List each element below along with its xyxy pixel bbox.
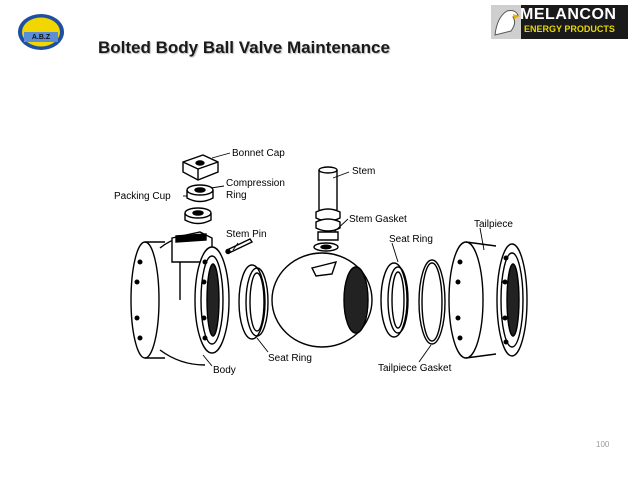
label-stem-pin: Stem Pin: [226, 229, 267, 240]
stem-gasket-part: [313, 242, 339, 252]
stem-part: [315, 166, 341, 241]
label-bonnet-cap: Bonnet Cap: [232, 148, 285, 159]
logo-water: [24, 32, 58, 42]
label-tailpiece: Tailpiece: [474, 219, 513, 230]
label-seat-ring-right: Seat Ring: [389, 234, 433, 245]
tailpiece-part: [448, 241, 528, 359]
melancon-logo: [491, 5, 628, 39]
stem-pin-part: [225, 238, 254, 255]
page-number: 100: [596, 440, 610, 449]
label-body: Body: [213, 365, 236, 376]
brand-subtitle: ENERGY PRODUCTS: [524, 24, 615, 34]
logo-text: A.B.Z: [32, 34, 51, 41]
ball-part: [271, 252, 373, 348]
label-tailpiece-gasket: Tailpiece Gasket: [378, 363, 452, 374]
leader-lines: [183, 152, 485, 367]
tailpiece-gasket-part: [418, 259, 446, 345]
compression-ring-part: [186, 184, 214, 203]
seat-ring-left-part: [238, 264, 269, 340]
label-compression-ring-2: Ring: [226, 190, 247, 201]
brand-name: MELANCON: [520, 6, 617, 23]
bonnet-cap-part: [182, 154, 219, 181]
label-stem-gasket: Stem Gasket: [349, 214, 407, 225]
valve-body-part: [130, 231, 230, 366]
label-seat-ring-bottom: Seat Ring: [268, 353, 312, 364]
seat-ring-right-part: [380, 262, 409, 338]
company-logo-left: A.B.Z: [18, 14, 64, 50]
label-packing-cup: Packing Cup: [114, 191, 171, 202]
packing-cup-part: [184, 207, 212, 225]
label-compression-ring-1: Compression: [226, 178, 285, 189]
slide-title: Bolted Body Ball Valve Maintenance: [98, 38, 390, 57]
label-stem: Stem: [352, 166, 375, 177]
